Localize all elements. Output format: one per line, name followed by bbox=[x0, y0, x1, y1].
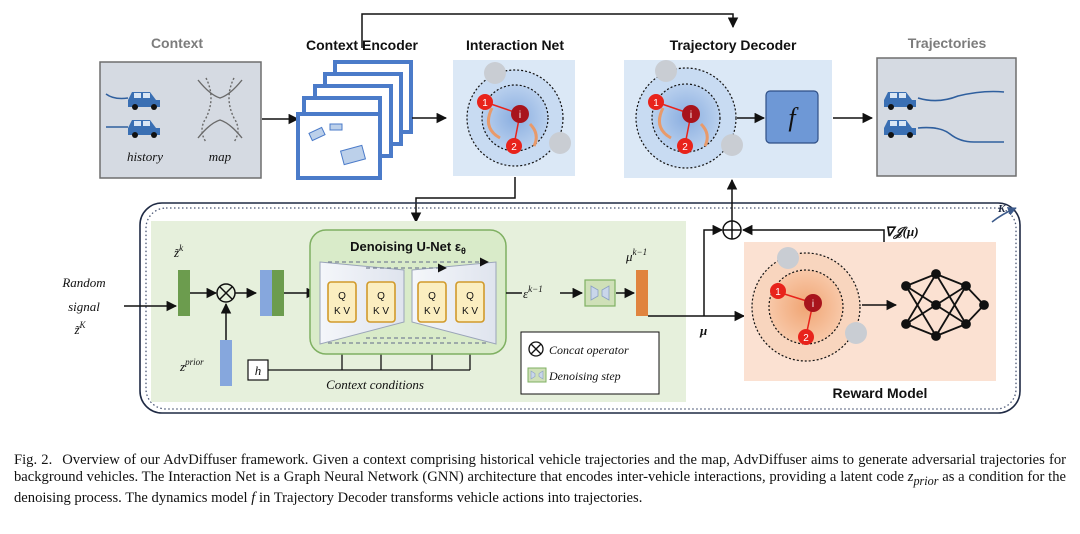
car-icon bbox=[884, 90, 1005, 110]
reward-interaction-graph: 1 i 2 bbox=[751, 247, 867, 362]
dynamics-model-box bbox=[765, 90, 819, 144]
legend-concat-label: Concat operator bbox=[549, 343, 629, 357]
svg-text:2: 2 bbox=[682, 142, 688, 153]
svg-text:K V: K V bbox=[373, 306, 389, 317]
reward-model-title: Reward Model bbox=[833, 385, 928, 401]
h-label: h bbox=[255, 363, 262, 378]
interaction-graph: 1 i 2 bbox=[466, 62, 571, 167]
svg-text:Q: Q bbox=[428, 291, 436, 302]
z-prior-block bbox=[220, 340, 232, 386]
context-title: Context bbox=[151, 35, 203, 51]
car-icon bbox=[106, 120, 160, 138]
history-label: history bbox=[127, 149, 163, 164]
svg-text:K V: K V bbox=[462, 306, 478, 317]
mu-prev-block bbox=[636, 270, 648, 316]
z-tilde-block bbox=[178, 270, 190, 316]
arrow bbox=[703, 224, 724, 316]
svg-text:z̃K: z̃K bbox=[73, 320, 86, 337]
outer-loop-dotted bbox=[145, 207, 1017, 410]
interaction-net-title: Interaction Net bbox=[466, 37, 564, 53]
trajectories-title: Trajectories bbox=[908, 35, 987, 51]
svg-text:2: 2 bbox=[803, 333, 809, 344]
z-tilde-k: z̃k bbox=[173, 243, 184, 260]
caption-text: as a condition for the denoising process… bbox=[14, 469, 1066, 506]
skip-connection-arrow bbox=[361, 13, 739, 48]
caption-text: Overview of our AdvDiffuser framework. G… bbox=[14, 452, 1067, 485]
svg-text:signal: signal bbox=[68, 299, 100, 314]
car-icon bbox=[105, 92, 160, 110]
car-icon bbox=[884, 120, 1004, 143]
concat-operator-icon bbox=[528, 341, 544, 357]
unet-title: Denoising U-Net εθ bbox=[350, 239, 466, 256]
sum-operator-icon bbox=[722, 220, 742, 240]
outer-loop-frame bbox=[139, 202, 1021, 414]
svg-text:i: i bbox=[812, 299, 814, 310]
denoising-step-icon bbox=[527, 367, 547, 383]
attention-block: Q K V bbox=[327, 281, 357, 323]
concat-block-blue bbox=[260, 270, 272, 316]
svg-text:K V: K V bbox=[334, 306, 350, 317]
caption-label: Fig. 2. bbox=[14, 452, 53, 468]
svg-text:Q: Q bbox=[466, 291, 474, 302]
framework-diagram: Context history map Context Encoder bbox=[61, 13, 1021, 414]
denoising-step-icon bbox=[584, 279, 616, 307]
loop-arrow bbox=[991, 207, 1017, 223]
arrow bbox=[410, 177, 516, 224]
svg-text:i: i bbox=[690, 110, 692, 121]
caption-f: f bbox=[251, 489, 256, 506]
caption-z-prior: zprior bbox=[907, 469, 939, 488]
svg-text:K V: K V bbox=[424, 306, 440, 317]
svg-text:1: 1 bbox=[775, 287, 781, 298]
map-label: map bbox=[209, 149, 232, 164]
figure-caption: Fig. 2.Overview of our AdvDiffuser frame… bbox=[14, 452, 1066, 507]
svg-text:Random: Random bbox=[61, 275, 105, 290]
dynamics-model-f: f bbox=[788, 103, 799, 132]
svg-text:Q: Q bbox=[338, 291, 346, 302]
svg-text:Q: Q bbox=[377, 291, 385, 302]
mu-k-minus-1: μk−1 bbox=[625, 247, 647, 264]
context-conditions-label: Context conditions bbox=[326, 377, 424, 392]
neural-network-icon bbox=[901, 269, 989, 341]
legend-step-label: Denoising step bbox=[548, 369, 621, 383]
legend-box bbox=[520, 331, 660, 395]
z-prior-label: zprior bbox=[179, 357, 204, 374]
loop-k: K bbox=[997, 203, 1006, 215]
map-icon bbox=[197, 77, 243, 143]
eps-k-minus-1: εk−1 bbox=[523, 284, 543, 301]
svg-text:i: i bbox=[519, 110, 521, 121]
decoder-interaction-graph: 1 i 2 bbox=[635, 60, 743, 169]
attention-block: Q K V bbox=[366, 281, 396, 323]
svg-text:1: 1 bbox=[482, 98, 488, 109]
context-encoder-stack bbox=[296, 60, 413, 180]
trajectory-decoder-title: Trajectory Decoder bbox=[670, 37, 797, 53]
svg-text:2: 2 bbox=[511, 142, 517, 153]
caption-text: in Trajectory Decoder transforms vehicle… bbox=[258, 489, 643, 506]
random-signal-label: Random signal z̃K bbox=[61, 275, 105, 337]
gradient-label: ∇𝒥(μ) bbox=[885, 224, 919, 240]
mu-label: μ bbox=[699, 323, 707, 338]
attention-block: Q K V bbox=[455, 281, 485, 323]
gradient-arrow bbox=[741, 224, 885, 242]
context-panel bbox=[99, 61, 262, 179]
concat-block-green bbox=[272, 270, 284, 316]
svg-text:1: 1 bbox=[653, 98, 659, 109]
attention-block: Q K V bbox=[417, 281, 447, 323]
trajectories-panel bbox=[876, 57, 1017, 177]
